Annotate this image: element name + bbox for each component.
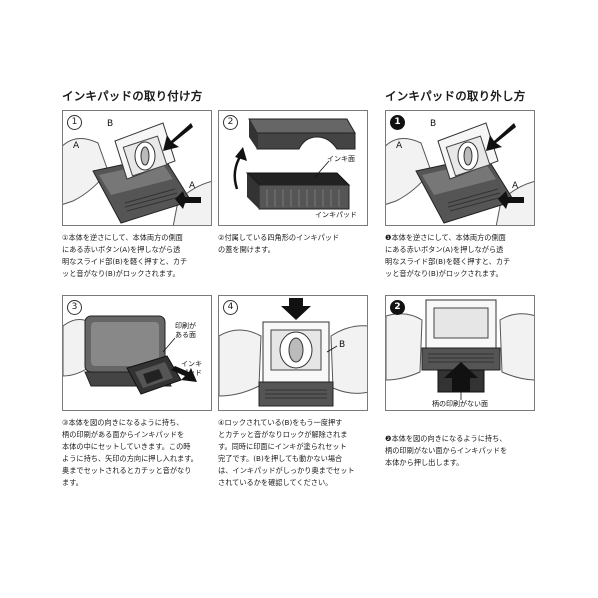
- caption-line: ①本体を逆さにして、本体両方の側面: [62, 233, 183, 242]
- label-a: A: [396, 141, 403, 151]
- label-unprinted-side: 柄の印刷がない面: [432, 400, 488, 408]
- caption-line: 明なスライド部(B)を軽く押すと、カチ: [62, 257, 188, 266]
- label-b: B: [430, 119, 437, 129]
- caption-line: す。同時に印面にインキが塗られセット: [218, 442, 347, 451]
- label-ink-pad-line1: インキ: [181, 360, 202, 368]
- caption-line: とカチッと音がなりロックが解除されま: [218, 430, 348, 439]
- caption-attach-step-2: ②付属している四角形のインキパッド の蓋を開けます。: [218, 232, 372, 256]
- caption-line: ②付属している四角形のインキパッド: [218, 233, 340, 242]
- label-b: B: [339, 340, 346, 350]
- remove-section-heading: インキパッドの取り外し方: [385, 89, 526, 103]
- panel-remove-step-1: 1 B A A: [385, 110, 535, 226]
- caption-line: にある赤いボタン(A)を押しながら透: [385, 245, 504, 254]
- caption-line: 明なスライド部(B)を軽く押すと、カチ: [385, 257, 511, 266]
- label-ink-pad: インキ パッド: [181, 360, 202, 378]
- caption-line: ❶本体を逆さにして、本体両方の側面: [385, 233, 506, 242]
- caption-line: 本体の中にセットしていきます。この時: [62, 442, 191, 451]
- caption-line: の蓋を開けます。: [218, 245, 275, 254]
- label-ink-pad: インキパッド: [315, 211, 357, 219]
- label-printed-side-line1: 印刷が: [175, 322, 196, 330]
- caption-line: にある赤いボタン(A)を押しながら透: [62, 245, 181, 254]
- label-ink-pad-line2: パッド: [181, 369, 202, 377]
- caption-line: ❷本体を図の向きになるように持ち、: [385, 434, 507, 443]
- label-printed-side: 印刷が ある面: [175, 322, 196, 340]
- caption-line: 本体から押し出します。: [385, 458, 464, 467]
- insert-ink-pad-illustration: [63, 315, 197, 395]
- stamp-squeeze-illustration: [386, 122, 534, 225]
- step-number-badge: 1: [67, 115, 82, 130]
- caption-line: 奥までセットされるとカチッと音がなり: [62, 466, 192, 475]
- caption-attach-step-3: ③本体を図の向きになるように持ち、 柄の印刷がある面からインキパッドを 本体の中…: [62, 417, 216, 489]
- panel-remove-step-2: 2 柄の印刷がない面: [385, 295, 535, 411]
- ink-pad-open-illustration: [233, 118, 356, 210]
- push-out-ink-pad-illustration: [386, 299, 534, 400]
- unlock-slide-illustration: [219, 298, 367, 407]
- caption-line: 完了です。(B)を押しても動かない場合: [218, 454, 343, 463]
- label-a: A: [189, 181, 196, 191]
- label-printed-side-line2: ある面: [175, 331, 196, 339]
- label-b: B: [107, 119, 114, 129]
- caption-line: ッと音がなり(B)がロックされます。: [385, 269, 503, 278]
- step-number-badge: 2: [223, 115, 238, 130]
- step-number-badge: 4: [223, 300, 238, 315]
- panel-attach-step-2: 2 インキ面 インキパッド: [218, 110, 368, 226]
- caption-line: されているかを確認してください。: [218, 478, 333, 487]
- caption-attach-step-1: ①本体を逆さにして、本体両方の側面 にある赤いボタン(A)を押しながら透 明なス…: [62, 232, 216, 280]
- caption-line: ③本体を図の向きになるように持ち、: [62, 418, 184, 427]
- attach-section-heading: インキパッドの取り付け方: [62, 89, 203, 103]
- caption-line: ます。: [62, 478, 83, 487]
- label-a: A: [512, 181, 519, 191]
- panel-attach-step-4: 4 B: [218, 295, 368, 411]
- caption-line: ッと音がなり(B)がロックされます。: [62, 269, 180, 278]
- caption-line: ④ロックされている(B)をもう一度押す: [218, 418, 343, 427]
- step-number-badge: 2: [390, 300, 405, 315]
- caption-line: 柄の印刷がある面からインキパッドを: [62, 430, 185, 439]
- step-number-badge: 1: [390, 115, 405, 130]
- caption-attach-step-4: ④ロックされている(B)をもう一度押す とカチッと音がなりロックが解除されま す…: [218, 417, 372, 489]
- panel-attach-step-3: 3 印刷が ある面 インキ パッド: [62, 295, 212, 411]
- caption-line: は、インキパッドがしっかり奥までセット: [218, 466, 355, 475]
- label-a: A: [73, 141, 80, 151]
- stamp-squeeze-illustration: [63, 122, 211, 225]
- caption-remove-step-2: ❷本体を図の向きになるように持ち、 柄の印刷がない面からインキパッドを 本体から…: [385, 433, 539, 469]
- caption-line: ように持ち、矢印の方向に押し入れます。: [62, 454, 198, 463]
- label-ink-surface: インキ面: [327, 155, 355, 163]
- step-number-badge: 3: [67, 300, 82, 315]
- panel-attach-step-1: 1 B A A: [62, 110, 212, 226]
- caption-remove-step-1: ❶本体を逆さにして、本体両方の側面 にある赤いボタン(A)を押しながら透 明なス…: [385, 232, 539, 280]
- caption-line: 柄の印刷がない面からインキパッドを: [385, 446, 508, 455]
